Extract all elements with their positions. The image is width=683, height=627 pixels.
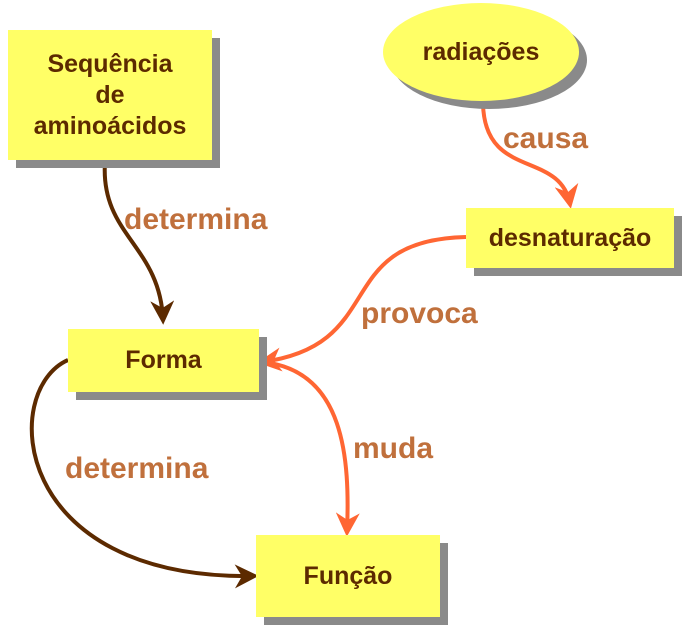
link-label-rad-desn: causa — [503, 122, 589, 155]
node-funcao: Função — [256, 535, 440, 617]
node-desnaturacao: desnaturação — [466, 208, 674, 268]
node-forma: Forma — [68, 329, 259, 392]
arrow-forma-to-funcao-determina — [29, 358, 259, 589]
node-sequencia-line-2: de — [95, 80, 125, 109]
arrow-forma-to-funcao-muda — [261, 360, 360, 537]
link-label-forma-funcao-determina: determina — [65, 452, 209, 485]
node-forma-label: Forma — [125, 346, 202, 374]
arrow-desnaturacao-to-forma — [257, 235, 467, 372]
link-label-forma-funcao-muda: muda — [353, 432, 434, 465]
node-sequencia-line-1: Sequência — [47, 49, 173, 78]
arrow-sequencia-to-forma — [102, 161, 175, 325]
link-label-desn-forma: provoca — [361, 297, 478, 330]
node-sequencia-line-3: aminoácidos — [33, 111, 187, 140]
node-radiacoes-label: radiações — [422, 37, 540, 66]
node-funcao-label: Função — [303, 561, 393, 590]
link-label-seq-forma: determina — [124, 203, 268, 236]
node-desnaturacao-label: desnaturação — [488, 223, 652, 252]
arrow-radiacoes-to-desnaturacao — [481, 103, 579, 209]
node-sequencia-aminoacidos: Sequência de aminoácidos — [8, 30, 212, 160]
node-radiacoes: radiações — [383, 3, 579, 101]
